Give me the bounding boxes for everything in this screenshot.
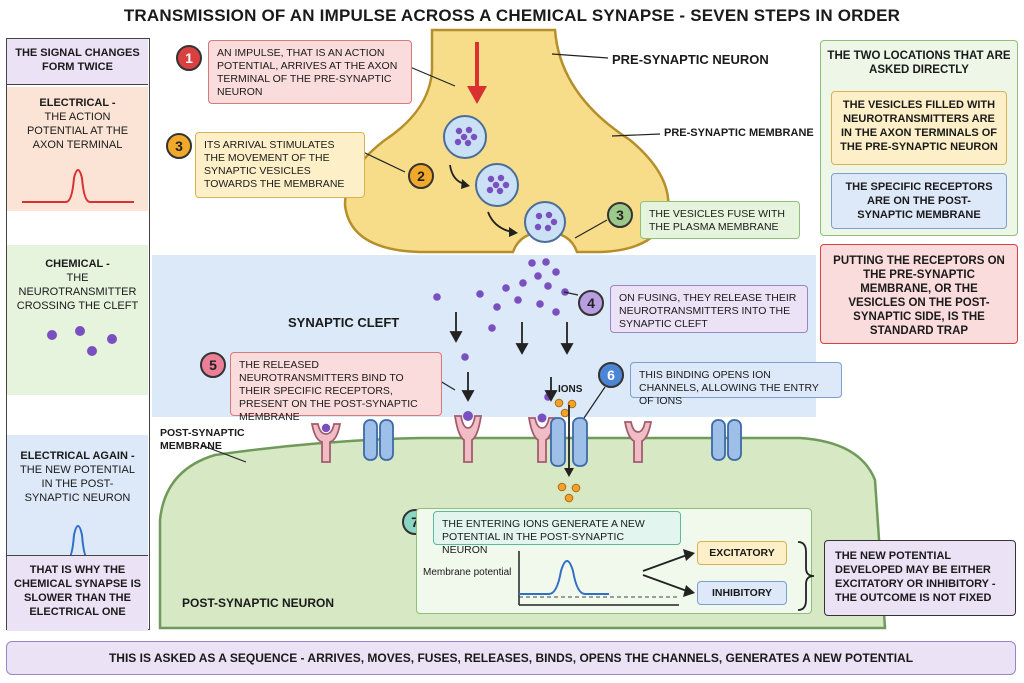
step-5-badge: 5 — [200, 352, 226, 378]
step-7-box: THE ENTERING IONS GENERATE A NEW POTENTI… — [433, 511, 681, 556]
chemical-title: CHEMICAL - — [45, 258, 110, 270]
step-3-fuse-box: THE VESICLES FUSE WITH THE PLASMA MEMBRA… — [640, 201, 800, 239]
electrical-again-text: THE NEW POTENTIAL IN THE POST-SYNAPTIC N… — [20, 464, 135, 504]
step-5-box: THE RELEASED NEUROTRANSMITTERS BIND TO T… — [230, 352, 442, 423]
electrical-again-title: ELECTRICAL AGAIN - — [20, 450, 135, 462]
pre-synaptic-membrane-label: PRE-SYNAPTIC MEMBRANE — [664, 127, 814, 139]
right-panel-locations: THE TWO LOCATIONS THAT ARE ASKED DIRECTL… — [820, 40, 1018, 236]
ions — [554, 398, 581, 503]
step-3-movement-badge: 3 — [166, 133, 192, 159]
step-4-box: ON FUSING, THEY RELEASE THEIR NEUROTRANS… — [610, 285, 808, 333]
chemical-text: THE NEUROTRANSMITTER CROSSING THE CLEFT — [16, 272, 139, 312]
electrical-title: ELECTRICAL - — [39, 97, 116, 109]
standard-trap-emphasis: STANDARD TRAP — [869, 325, 969, 337]
electrical-section: ELECTRICAL - THE ACTION POTENTIAL AT THE… — [7, 87, 148, 211]
outcome-note-box: THE NEW POTENTIAL DEVELOPED MAY BE EITHE… — [824, 540, 1016, 616]
inhibitory-box: INHIBITORY — [697, 581, 787, 605]
standard-trap-text: PUTTING THE RECEPTORS ON THE PRE-SYNAPTI… — [833, 255, 1005, 323]
step-3-fuse-badge: 3 — [607, 202, 633, 228]
pre-synaptic-neuron-label: PRE-SYNAPTIC NEURON — [612, 52, 769, 67]
excitatory-box: EXCITATORY — [697, 541, 787, 565]
synaptic-cleft-label: SYNAPTIC CLEFT — [288, 315, 400, 330]
outcome-arrows — [642, 549, 695, 597]
receptors — [310, 415, 653, 463]
step-2-badge: 2 — [408, 163, 434, 189]
step-1-box: AN IMPULSE, THAT IS AN ACTION POTENTIAL,… — [208, 40, 412, 104]
membrane-potential-label: Membrane potential — [423, 567, 512, 578]
standard-trap-box: PUTTING THE RECEPTORS ON THE PRE-SYNAPTI… — [820, 244, 1018, 344]
action-potential-waveform-red — [21, 169, 134, 203]
left-panel-signal-forms: THE SIGNAL CHANGES FORM TWICE ELECTRICAL… — [6, 38, 150, 631]
left-panel-footer: THAT IS WHY THE CHEMICAL SYNAPSE IS SLOW… — [7, 555, 148, 631]
post-synaptic-neuron-label: POST-SYNAPTIC NEURON — [182, 596, 335, 610]
vesicles-location-box: THE VESICLES FILLED WITH NEUROTRANSMITTE… — [831, 91, 1007, 165]
vesicle-2 — [475, 163, 519, 207]
post-synaptic-membrane-label: POST-SYNAPTIC MEMBRANE — [160, 427, 245, 452]
released-neurotransmitters — [433, 258, 569, 401]
step-3-movement-box: ITS ARRIVAL STIMULATES THE MOVEMENT OF T… — [195, 132, 365, 198]
electrical-text: THE ACTION POTENTIAL AT THE AXON TERMINA… — [26, 111, 129, 151]
chemical-section: CHEMICAL - THE NEUROTRANSMITTER CROSSING… — [7, 245, 148, 395]
step-4-badge: 4 — [578, 290, 604, 316]
step-6-badge: 6 — [598, 362, 624, 388]
receptors-location-box: THE SPECIFIC RECEPTORS ARE ON THE POST-S… — [831, 173, 1007, 229]
ion-channels — [363, 417, 742, 467]
ions-label: IONS — [558, 384, 583, 395]
vesicle-3 — [524, 201, 566, 243]
step-7-panel: THE ENTERING IONS GENERATE A NEW POTENTI… — [416, 508, 812, 614]
step-1-badge: 1 — [176, 45, 202, 71]
left-panel-heading: THE SIGNAL CHANGES FORM TWICE — [7, 39, 148, 85]
right-panel-heading: THE TWO LOCATIONS THAT ARE ASKED DIRECTL… — [827, 50, 1011, 76]
new-potential-graph — [518, 551, 679, 606]
page-title: TRANSMISSION OF AN IMPULSE ACROSS A CHEM… — [123, 6, 901, 25]
neurotransmitter-dots — [46, 326, 117, 356]
vesicle-1 — [443, 115, 487, 159]
footer-sequence-bar: THIS IS ASKED AS A SEQUENCE - ARRIVES, M… — [6, 641, 1016, 675]
outcome-brace — [797, 541, 815, 611]
step-6-box: THIS BINDING OPENS ION CHANNELS, ALLOWIN… — [630, 362, 842, 407]
